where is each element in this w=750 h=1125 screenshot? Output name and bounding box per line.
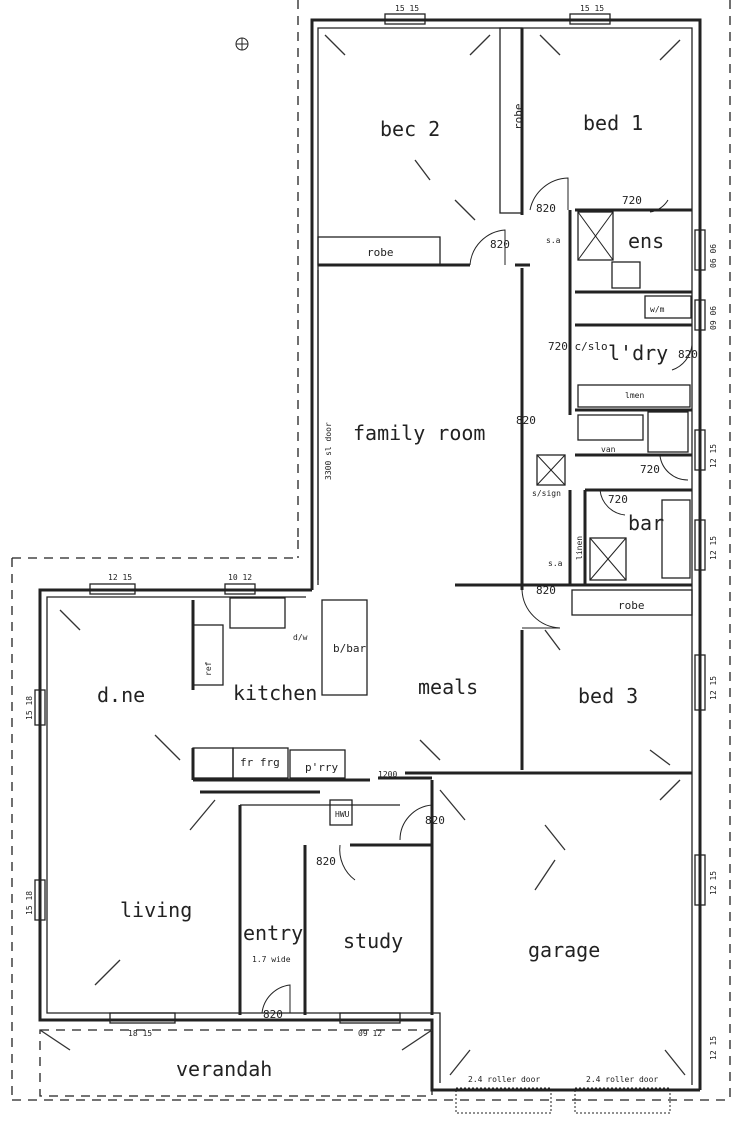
label-sliding-door: 3300 sl door: [324, 422, 333, 480]
label-window-13: 12 15: [709, 676, 718, 700]
north-arrow-icon: [235, 37, 249, 51]
label-ref: ref: [204, 661, 213, 676]
label-wm: w/m: [650, 305, 665, 314]
label-window-8: 09 12: [358, 1029, 382, 1038]
label-van: van: [601, 445, 616, 454]
label-dw: d/w: [293, 633, 308, 642]
label-window-12: 12 15: [709, 536, 718, 560]
label-door-820-b: 820: [536, 202, 556, 215]
verandah-area: [39, 1029, 433, 1097]
label-sa-2: s.a: [548, 559, 563, 568]
label-roller-door-2: 2.4 roller door: [586, 1075, 658, 1084]
label-door-720-bath: 720: [608, 493, 628, 506]
room-bed3: bed 3: [578, 684, 638, 708]
room-garage: garage: [528, 938, 600, 962]
label-pantry: p'rry: [305, 761, 338, 774]
label-window-1: 15 15: [395, 4, 419, 13]
label-entry-wide: 1.7 wide: [252, 955, 291, 964]
label-robe-bed2: robe: [367, 246, 394, 259]
room-bed2: bec 2: [380, 117, 440, 141]
label-window-6: 15 18: [25, 891, 34, 915]
room-dining: d.ne: [97, 683, 145, 707]
label-robe-bed1: robe: [512, 104, 525, 131]
label-entry-width: 1200: [378, 770, 397, 779]
label-window-4: 10 12: [228, 573, 252, 582]
label-lmen: lmen: [625, 391, 644, 400]
label-robe-bed3: robe: [618, 599, 645, 612]
label-door-720-ldry: 720 c/slo: [548, 340, 608, 353]
room-family: family room: [353, 421, 485, 445]
label-door-820-family: 820: [516, 414, 536, 427]
label-door-820-ldry: 820: [678, 348, 698, 361]
label-door-820-entry: 820: [263, 1008, 283, 1021]
room-ldry: l'dry: [608, 341, 668, 365]
label-door-720-ens: 720: [622, 194, 642, 207]
label-door-720-wc: 720: [640, 463, 660, 476]
label-slash-sign: s/sign: [532, 489, 561, 498]
label-door-820-study: 820: [316, 855, 336, 868]
label-fridge: fr frg: [240, 756, 280, 769]
diagonal-hints: [59, 34, 686, 1076]
windows: [34, 13, 706, 1024]
room-bed1: bed 1: [583, 111, 643, 135]
room-study: study: [343, 929, 403, 953]
label-window-7: 18 15: [128, 1029, 152, 1038]
label-linen: linen: [575, 536, 584, 560]
label-door-820-garage: 820: [425, 814, 445, 827]
label-window-3: 12 15: [108, 573, 132, 582]
label-door-820-a: 820: [490, 238, 510, 251]
interior-walls: [191, 27, 693, 1015]
boundary-lines: [11, 0, 731, 1101]
label-window-9: 06 06: [709, 244, 718, 268]
label-window-11: 12 15: [709, 444, 718, 468]
room-verandah: verandah: [176, 1057, 272, 1081]
label-hwu: HWU: [335, 810, 350, 819]
room-entry: entry: [243, 921, 303, 945]
label-roller-door-1: 2.4 roller door: [468, 1075, 540, 1084]
room-living: living: [120, 898, 192, 922]
label-window-10: 09 06: [709, 306, 718, 330]
room-meals: meals: [418, 675, 478, 699]
room-kitchen: kitchen: [233, 681, 317, 705]
room-ens: ens: [628, 229, 664, 253]
label-window-15: 12 15: [709, 1036, 718, 1060]
label-door-820-bed3: 820: [536, 584, 556, 597]
label-bbar: b/bar: [333, 642, 366, 655]
door-swings: [261, 177, 693, 1014]
label-sa-1: s.a: [546, 236, 561, 245]
label-window-5: 15 18: [25, 696, 34, 720]
room-bath: bar: [628, 511, 664, 535]
label-window-2: 15 15: [580, 4, 604, 13]
label-window-14: 12 15: [709, 871, 718, 895]
